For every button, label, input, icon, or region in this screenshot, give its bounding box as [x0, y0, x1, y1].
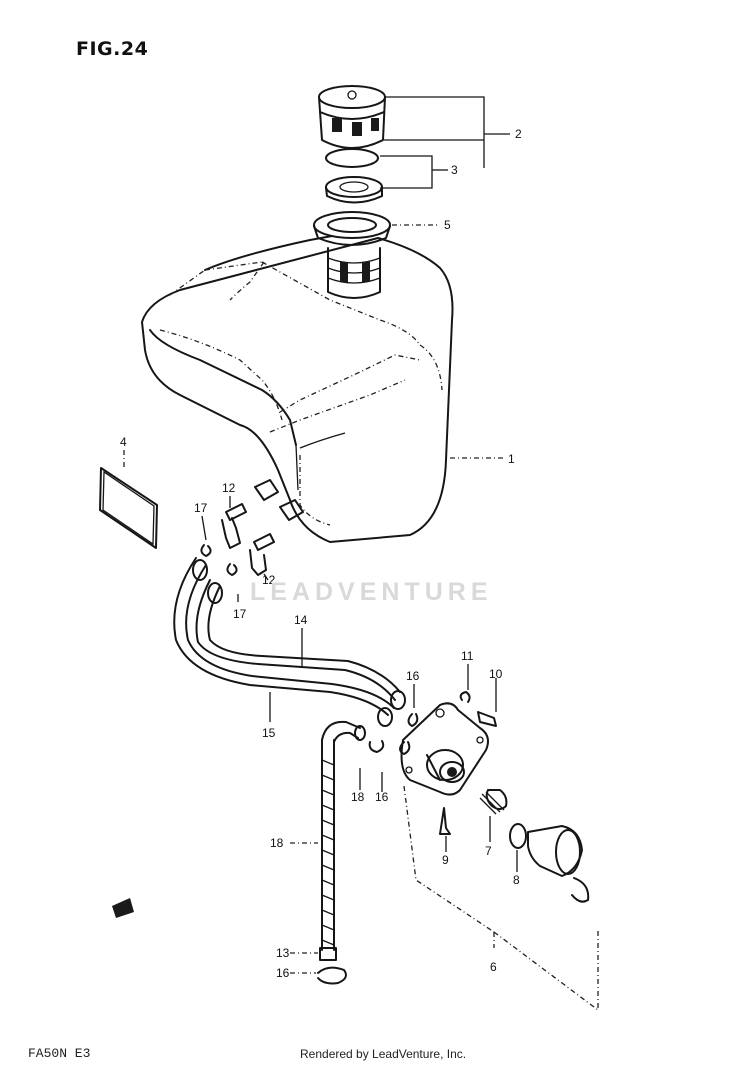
callout-5: 5 [444, 218, 451, 232]
oil-valve [399, 691, 590, 903]
callout-3: 3 [451, 163, 458, 177]
callout-4: 4 [120, 435, 127, 449]
callout-12: 12 [222, 481, 236, 495]
callout-16: 16 [375, 790, 389, 804]
callout-14: 14 [294, 613, 308, 627]
model-code: FA50N E3 [28, 1046, 91, 1061]
hose-clips-17 [200, 544, 238, 576]
callout-6: 6 [490, 960, 497, 974]
warning-label [99, 467, 158, 549]
callout-16: 16 [406, 669, 420, 683]
arrow-icon [112, 898, 134, 918]
filler-neck [313, 211, 391, 299]
callout-10: 10 [489, 667, 503, 681]
figure-title: FIG.24 [76, 38, 149, 60]
watermark: LEADVENTURE [250, 578, 493, 606]
cap-gaskets [325, 148, 383, 204]
callout-1: 1 [508, 452, 515, 466]
callout-16: 16 [276, 966, 290, 980]
callout-18: 18 [351, 790, 365, 804]
callout-7: 7 [485, 844, 492, 858]
hose-joints [221, 503, 275, 576]
callout-11: 11 [461, 649, 474, 663]
callout-17: 17 [233, 607, 247, 621]
callout-18: 18 [270, 836, 284, 850]
callout-2: 2 [515, 127, 522, 141]
callout-13: 13 [276, 946, 290, 960]
oil-hoses [173, 557, 406, 727]
oil-tank [141, 235, 454, 543]
callout-12: 12 [262, 573, 276, 587]
breather-hose [317, 720, 385, 985]
leader-lines [123, 96, 599, 1012]
callout-17: 17 [194, 501, 208, 515]
callout-8: 8 [513, 873, 520, 887]
callouts: 2 3 5 1 4 12 17 12 17 14 15 16 11 10 18 … [120, 127, 522, 980]
fuel-cap [318, 85, 386, 149]
callout-9: 9 [442, 853, 449, 867]
render-credit: Rendered by LeadVenture, Inc. [300, 1047, 467, 1061]
callout-15: 15 [262, 726, 276, 740]
